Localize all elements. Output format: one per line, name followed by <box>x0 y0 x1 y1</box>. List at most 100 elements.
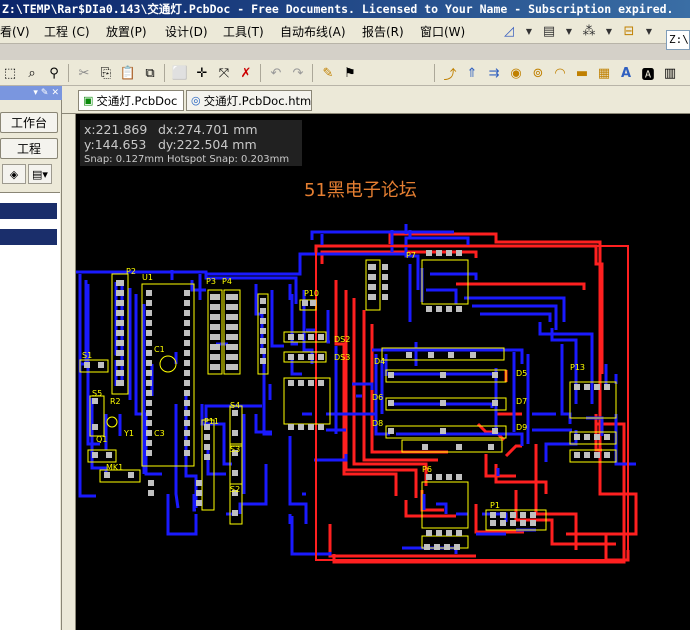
coord-row-y: y:144.653 dy:222.504 mm <box>84 137 298 152</box>
toolbar-divider <box>434 64 435 82</box>
pcb-layout[interactable]: P2 U1 P3 P4 P7 P10 S1 S5 C1 R2 Q1 Y1 C3 … <box>76 114 690 630</box>
menu-tools[interactable]: 工具(T) <box>223 25 264 39</box>
tab-pcbdoc-htm[interactable]: ◎ 交通灯.PcbDoc.htm <box>186 90 312 111</box>
coordinate-icon[interactable]: 🅰 <box>641 67 655 83</box>
deselect-icon[interactable]: ✗ <box>240 65 252 81</box>
zoom-area-icon[interactable]: ⌕ <box>28 65 36 81</box>
rule-icon[interactable]: ◿ <box>504 23 514 39</box>
pcb-canvas[interactable]: P2 U1 P3 P4 P7 P10 S1 S5 C1 R2 Q1 Y1 C3 … <box>76 114 690 630</box>
pcb-label: P7 <box>406 251 416 260</box>
tab-label: 交通灯.PcbDoc <box>96 93 178 108</box>
room-icon[interactable]: ⊟ <box>623 23 635 39</box>
workspace-button[interactable]: 工作台 <box>0 112 58 133</box>
toolbar-divider <box>312 64 313 82</box>
toolbar-divider <box>68 64 69 82</box>
paste-icon[interactable]: 📋 <box>119 65 137 81</box>
highlight-icon[interactable]: ⚑ <box>344 65 356 81</box>
main-toolbar: ⬚ ⌕ ⚲ ✂ ⎘ 📋 ⧉ ⬜ ✛ ⤧ ✗ ↶ ↷ ✎ ⚑ ⤴ ⇑ ⇉ ◉ ⊚ … <box>0 60 690 86</box>
window-title: Z:\TEMP\Rar$DIa0.143\交通灯.PcbDoc - Free D… <box>2 2 674 16</box>
menu-design[interactable]: 设计(D) <box>165 25 208 39</box>
path-input[interactable]: Z:\TEM <box>666 30 690 50</box>
coord-x: x:221.869 <box>84 122 148 137</box>
dropdown-arrow-icon[interactable]: ▼ <box>605 26 613 36</box>
pcb-title-text: 51黑电子论坛 <box>304 180 417 201</box>
menu-autoroute[interactable]: 自动布线(A) <box>280 25 346 39</box>
distribute-icon[interactable]: ⁂ <box>582 23 596 39</box>
pcb-label: P10 <box>304 289 319 298</box>
dropdown-arrow-icon[interactable]: ▼ <box>525 26 533 36</box>
place-pad-icon[interactable]: ◉ <box>510 65 522 81</box>
folder-icon[interactable]: ▤▾ <box>28 164 52 184</box>
panel-menu-icon[interactable]: ▾ <box>33 88 38 98</box>
window-title-bar[interactable]: Z:\TEMP\Rar$DIa0.143\交通灯.PcbDoc - Free D… <box>0 0 690 18</box>
select-cross-icon[interactable]: ⤧ <box>218 65 230 81</box>
tab-pcbdoc[interactable]: ▣ 交通灯.PcbDoc <box>78 90 184 111</box>
top-layer-traces <box>76 224 636 556</box>
components <box>79 259 617 549</box>
layers-icon[interactable]: ◈ <box>2 164 26 184</box>
project-tree-item[interactable] <box>0 229 57 245</box>
undo-icon[interactable]: ↶ <box>270 65 282 81</box>
polygon-icon[interactable]: ▦ <box>597 65 611 81</box>
pcb-label: S2 <box>230 485 240 494</box>
coord-dx: dx:274.701 mm <box>157 122 258 137</box>
silkscreen-labels: P2 U1 P3 P4 P7 P10 S1 S5 C1 R2 Q1 Y1 C3 … <box>82 251 585 510</box>
zoom-fit-icon[interactable]: ⬚ <box>3 65 17 81</box>
close-icon[interactable]: ✕ <box>51 88 59 98</box>
pcb-label: D6 <box>372 393 383 402</box>
select-rect-icon[interactable]: ⬜ <box>171 65 189 81</box>
pcb-label: S1 <box>82 351 92 360</box>
move-icon[interactable]: ✛ <box>196 65 208 81</box>
align-icon[interactable]: ▤ <box>542 23 556 39</box>
panel-icons: ◈ ▤▾ <box>0 164 60 186</box>
zoom-select-icon[interactable]: ⚲ <box>49 65 59 81</box>
diff-pair-icon[interactable]: ⇉ <box>488 65 500 81</box>
pin-icon[interactable]: ✎ <box>40 88 49 98</box>
dropdown-arrow-icon[interactable]: ▼ <box>565 26 573 36</box>
pcb-label: DS2 <box>334 335 350 344</box>
pcb-label: DS3 <box>334 353 350 362</box>
menu-place[interactable]: 放置(P) <box>106 25 147 39</box>
pcb-label: S3 <box>230 445 240 454</box>
route-icon[interactable]: ⤴ <box>443 67 457 83</box>
pcb-label: R2 <box>110 397 121 406</box>
project-button[interactable]: 工程 <box>0 138 58 159</box>
menu-window[interactable]: 窗口(W) <box>420 25 466 39</box>
toolbar-divider <box>260 64 261 82</box>
place-arc-icon[interactable]: ◠ <box>554 65 566 81</box>
menu-project[interactable]: 工程 (C) <box>44 25 90 39</box>
copy-icon[interactable]: ⎘ <box>100 65 112 81</box>
pcb-label: C1 <box>154 345 165 354</box>
pcb-label: D5 <box>516 369 527 378</box>
interactive-route-icon[interactable]: ⇑ <box>466 65 478 81</box>
place-via-icon[interactable]: ⊚ <box>532 65 544 81</box>
string-text-icon[interactable]: A <box>620 65 632 81</box>
pcb-label: Y1 <box>123 429 134 438</box>
pcb-label: P6 <box>422 465 432 474</box>
pen-icon[interactable]: ✎ <box>322 65 334 81</box>
pcb-label: P1 <box>490 501 500 510</box>
menu-view[interactable]: 看(V) <box>0 25 30 39</box>
component-icon[interactable]: ▥ <box>663 65 677 81</box>
pcb-label: S4 <box>230 401 240 410</box>
document-tabs: ▣ 交通灯.PcbDoc ◎ 交通灯.PcbDoc.htm <box>62 86 690 114</box>
pcb-label: P11 <box>204 417 219 426</box>
place-fill-icon[interactable]: ▬ <box>575 65 589 81</box>
panel-header: ▾ ✎ ✕ <box>0 86 62 100</box>
coord-dy: dy:222.504 mm <box>157 137 257 152</box>
pcb-label: C3 <box>154 429 165 438</box>
project-tree <box>0 192 60 630</box>
pcb-label: D9 <box>516 423 527 432</box>
cut-icon[interactable]: ✂ <box>78 65 90 81</box>
project-tree-item[interactable] <box>0 203 57 219</box>
paste-special-icon[interactable]: ⧉ <box>145 65 155 81</box>
component-pads <box>84 250 610 550</box>
menu-reports[interactable]: 报告(R) <box>362 25 404 39</box>
canvas-border <box>62 114 76 630</box>
pcb-file-icon: ▣ <box>83 94 94 107</box>
redo-icon[interactable]: ↷ <box>292 65 304 81</box>
workspace-panel: ▾ ✎ ✕ 工作台 工程 ◈ ▤▾ <box>0 86 62 630</box>
dropdown-arrow-icon[interactable]: ▼ <box>645 26 653 36</box>
tab-label: 交通灯.PcbDoc.htm <box>203 93 312 108</box>
